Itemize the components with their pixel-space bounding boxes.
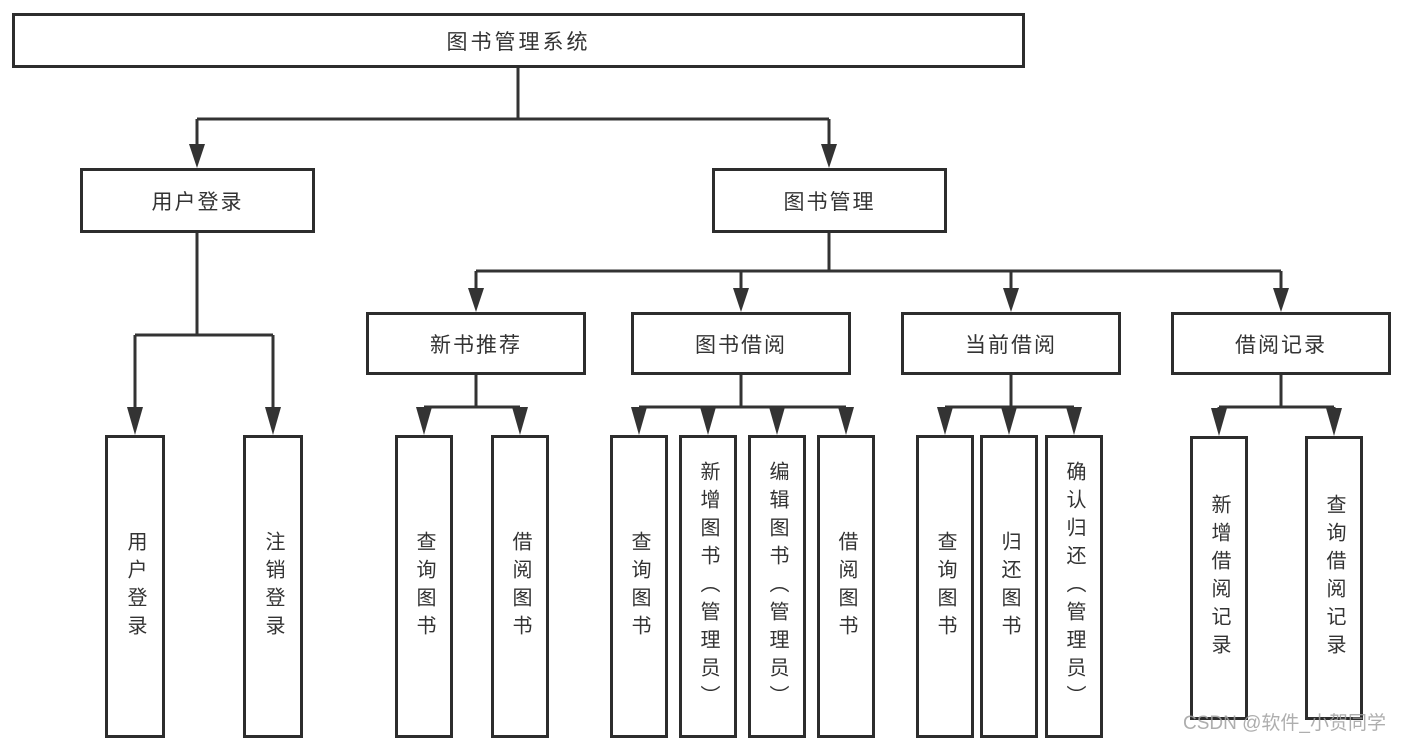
node-library-management-system: 图书管理系统 <box>12 13 1025 68</box>
leaf-add-books-admin: 新增图书（管理员） <box>679 435 737 738</box>
leaf-borrow-query-books: 查询图书 <box>610 435 668 738</box>
arrow-down-icon <box>1001 407 1017 435</box>
connector-borrow-records-children <box>1217 375 1336 412</box>
node-book-borrowing: 图书借阅 <box>631 312 851 375</box>
arrow-down-icon <box>700 407 716 435</box>
leaf-user-login: 用户登录 <box>105 435 165 738</box>
arrow-down-icon <box>1003 288 1019 312</box>
arrowheads <box>127 144 1342 436</box>
csdn-watermark: CSDN @软件_小贺同学 <box>1183 713 1386 734</box>
arrow-down-icon <box>838 407 854 435</box>
leaf-add-borrow-record: 新增借阅记录 <box>1190 436 1248 720</box>
arrow-down-icon <box>1211 408 1227 436</box>
arrow-down-icon <box>1066 407 1082 435</box>
connector-current-borrow-children <box>943 375 1076 412</box>
arrow-down-icon <box>769 407 785 435</box>
arrow-down-icon <box>821 144 837 168</box>
leaf-recommend-query-books: 查询图书 <box>395 435 453 738</box>
node-book-management: 图书管理 <box>712 168 947 233</box>
connector-new-book-recommend-children <box>422 375 522 412</box>
arrow-down-icon <box>631 407 647 435</box>
leaf-borrow-books: 借阅图书 <box>817 435 875 738</box>
leaf-current-query-books: 查询图书 <box>916 435 974 738</box>
arrow-down-icon <box>189 144 205 168</box>
node-current-borrowing: 当前借阅 <box>901 312 1121 375</box>
arrow-down-icon <box>733 288 749 312</box>
connector-user-login-children <box>133 233 275 410</box>
node-new-book-recommendation: 新书推荐 <box>366 312 586 375</box>
connector-book-borrow-children <box>637 375 848 412</box>
arrow-down-icon <box>416 407 432 435</box>
leaf-edit-books-admin: 编辑图书（管理员） <box>748 435 806 738</box>
leaf-logout: 注销登录 <box>243 435 303 738</box>
arrow-down-icon <box>1326 408 1342 436</box>
leaf-recommend-borrow-books: 借阅图书 <box>491 435 549 738</box>
arrow-down-icon <box>127 407 143 435</box>
node-user-login: 用户登录 <box>80 168 315 233</box>
leaf-return-books: 归还图书 <box>980 435 1038 738</box>
node-borrowing-records: 借阅记录 <box>1171 312 1391 375</box>
arrow-down-icon <box>1273 288 1289 312</box>
arrow-down-icon <box>512 407 528 435</box>
arrow-down-icon <box>937 407 953 435</box>
connector-root-to-level2 <box>195 68 831 150</box>
leaf-query-borrow-record: 查询借阅记录 <box>1305 436 1363 720</box>
arrow-down-icon <box>265 407 281 435</box>
leaf-confirm-return-admin: 确认归还（管理员） <box>1045 435 1103 738</box>
connector-book-management-children <box>474 233 1283 294</box>
arrow-down-icon <box>468 288 484 312</box>
